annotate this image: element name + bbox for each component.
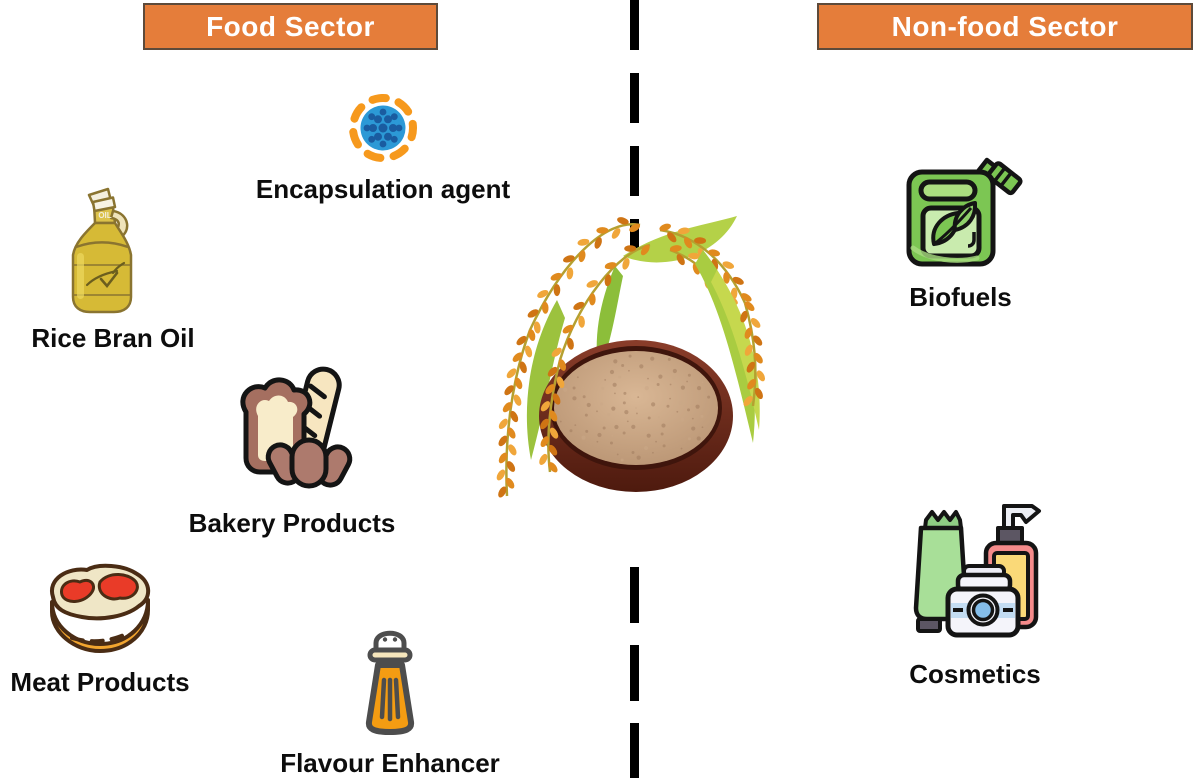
divider-dashed-line-bottom: [630, 567, 639, 778]
item-label: Meat Products: [10, 667, 190, 697]
encapsulation-agent-icon: [348, 94, 417, 162]
oil-bottle-icon: OIL: [71, 187, 133, 314]
nonfood-sector-title: Non-food Sector: [891, 10, 1119, 42]
item-rice-bran-oil: OIL Rice Bran Oil: [8, 185, 218, 354]
rice-panicles-front: [496, 250, 766, 498]
meat-steak-icon: [49, 563, 151, 653]
food-sector-header: Food Sector: [143, 3, 438, 50]
item-label: Encapsulation agent: [255, 174, 511, 204]
item-label: Bakery Products: [188, 508, 396, 538]
fuel-can-icon: [906, 157, 1023, 267]
divider-dashed-line-top: [630, 0, 639, 253]
salt-shaker-icon: [365, 630, 415, 735]
item-meat-products: Meat Products: [0, 560, 208, 698]
item-biofuels: Biofuels: [858, 148, 1063, 313]
cosmetics-icon: [913, 504, 1041, 638]
item-encapsulation-agent: Encapsulation agent: [233, 90, 533, 205]
item-label: Biofuels: [909, 282, 1012, 312]
item-label: Rice Bran Oil: [31, 323, 195, 353]
bakery-icon: [240, 366, 353, 489]
rice-bran-bowl-image: [496, 216, 766, 498]
bran-powder-texture: [559, 354, 711, 462]
item-flavour-enhancer: Flavour Enhancer: [250, 624, 530, 778]
item-label: Flavour Enhancer: [280, 748, 500, 778]
item-bakery-products: Bakery Products: [160, 362, 424, 539]
item-cosmetics: Cosmetics: [865, 490, 1085, 690]
svg-text:OIL: OIL: [98, 211, 111, 220]
food-sector-title: Food Sector: [206, 10, 375, 42]
item-label: Cosmetics: [909, 659, 1041, 689]
nonfood-sector-header: Non-food Sector: [817, 3, 1193, 50]
